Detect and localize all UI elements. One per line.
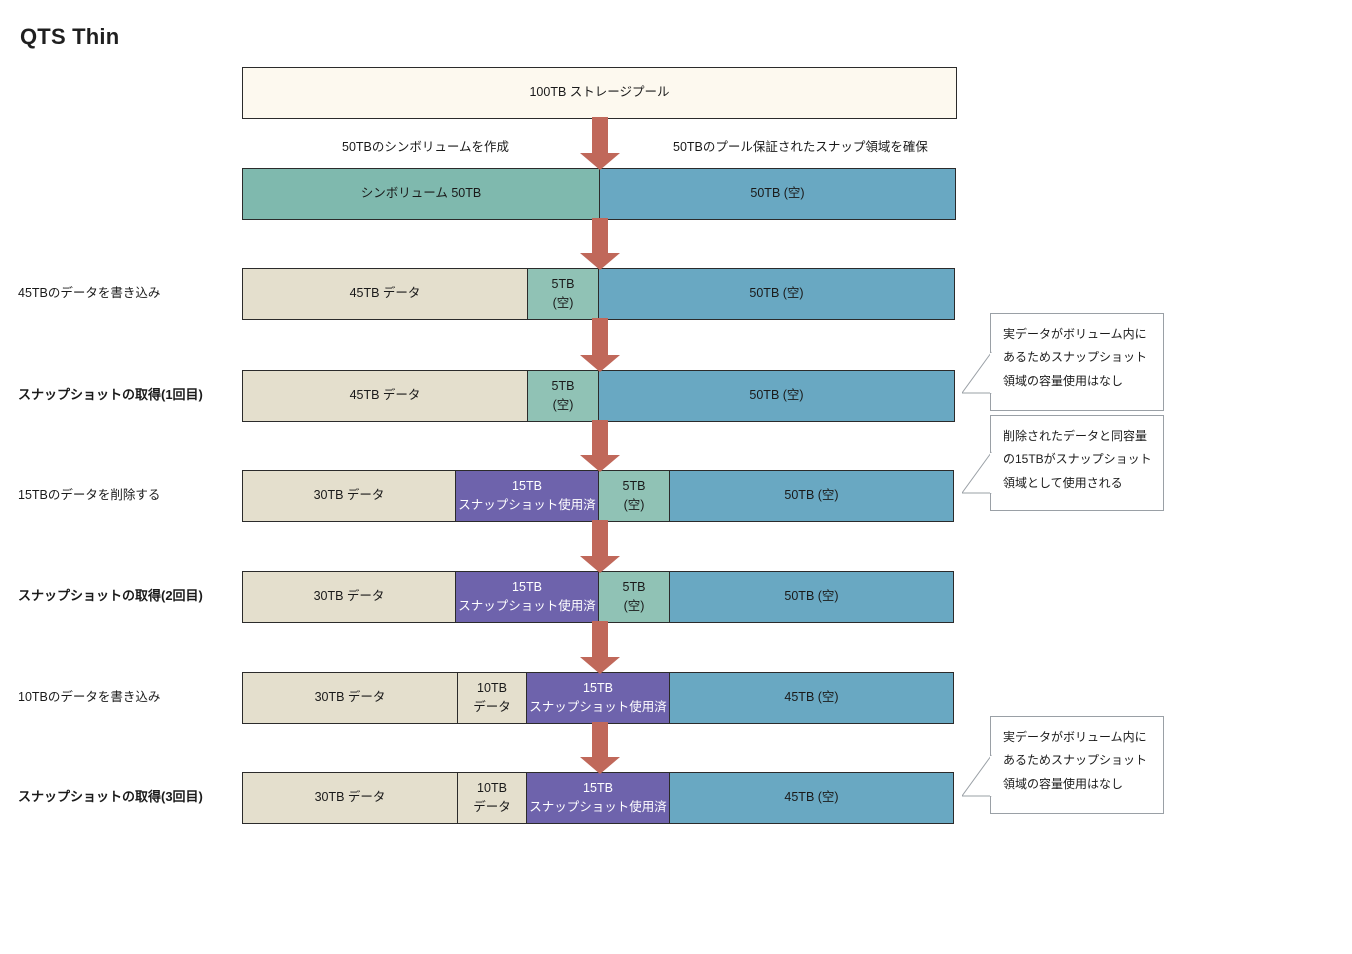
bar-segment: 15TB スナップショット使用済 xyxy=(455,571,599,623)
storage-bar-row-1: 100TB ストレージプール xyxy=(242,67,957,119)
callout-note-2: 削除されたデータと同容量の15TBがスナップショット領域として使用される xyxy=(990,415,1164,511)
segment-label-secondary: (空) xyxy=(552,296,574,310)
callout-line: 削除されたデータと同容量 xyxy=(1003,429,1148,443)
callout-line: 実データがボリューム内に xyxy=(1003,730,1147,744)
segment-label-primary: 50TB (空) xyxy=(784,589,839,604)
segment-label-primary: 45TB (空) xyxy=(784,790,839,805)
step-label-4: スナップショットの取得(1回目) xyxy=(18,387,203,402)
segment-label-primary: 30TB データ xyxy=(313,488,385,503)
bar-segment: 15TB スナップショット使用済 xyxy=(526,672,670,724)
segment-label-primary: 15TB xyxy=(512,579,542,594)
segment-label-primary: 15TB xyxy=(583,680,613,695)
callout-note-1: 実データがボリューム内にあるためスナップショット領域の容量使用はなし xyxy=(990,313,1164,411)
bar-segment: 10TB データ xyxy=(457,772,527,824)
bar-segment: 45TB データ xyxy=(242,370,528,422)
segment-label-primary: 30TB データ xyxy=(314,690,386,705)
step-label-5: 15TBのデータを削除する xyxy=(18,488,161,502)
annotation-reserve-snapshot-space: 50TBのプール保証されたスナップ領域を確保 xyxy=(673,140,928,154)
callout-line: の15TBがスナップショット xyxy=(1003,452,1152,467)
segment-label-secondary: データ xyxy=(473,700,511,714)
step-label-6: スナップショットの取得(2回目) xyxy=(18,588,203,603)
bar-segment: 15TB スナップショット使用済 xyxy=(526,772,670,824)
callout-tail-icon xyxy=(961,449,992,511)
callout-line: あるためスナップショット xyxy=(1003,753,1148,768)
down-arrow-icon xyxy=(579,420,621,472)
segment-label-primary: 5TB xyxy=(622,579,646,594)
storage-bar-row-6: 30TB データ 15TB スナップショット使用済 5TB (空) 50TB (空) xyxy=(242,571,957,623)
segment-label-primary: 15TB xyxy=(512,478,542,493)
bar-segment: シンボリューム 50TB xyxy=(242,168,600,220)
callout-line: 領域の容量使用はなし xyxy=(1003,776,1124,791)
callout-tail-icon xyxy=(961,349,992,411)
segment-label-primary: 45TB データ xyxy=(349,286,421,301)
bar-segment: 50TB (空) xyxy=(669,571,954,623)
segment-label-primary: 30TB データ xyxy=(313,589,385,604)
segment-label-primary: 100TB ストレージプール xyxy=(529,85,670,100)
bar-segment: 30TB データ xyxy=(242,672,458,724)
segment-label-secondary: データ xyxy=(473,800,511,814)
down-arrow-icon xyxy=(579,117,621,170)
segment-label-secondary: (空) xyxy=(623,498,645,512)
callout-line: 実データがボリューム内に xyxy=(1003,327,1147,341)
step-label-7: 10TBのデータを書き込み xyxy=(18,690,161,704)
bar-segment: 5TB (空) xyxy=(598,470,670,522)
bar-segment: 5TB (空) xyxy=(527,370,599,422)
segment-label-primary: 50TB (空) xyxy=(749,286,804,301)
storage-bar-row-5: 30TB データ 15TB スナップショット使用済 5TB (空) 50TB (空) xyxy=(242,470,957,522)
bar-segment: 15TB スナップショット使用済 xyxy=(455,470,599,522)
bar-segment: 50TB (空) xyxy=(599,168,956,220)
segment-label-secondary: スナップショット使用済 xyxy=(529,800,667,814)
bar-segment: 5TB (空) xyxy=(527,268,599,320)
segment-label-secondary: スナップショット使用済 xyxy=(529,700,667,714)
callout-tail-icon xyxy=(961,752,992,814)
step-label-8: スナップショットの取得(3回目) xyxy=(18,789,203,804)
storage-bar-row-7: 30TB データ 10TB データ 15TB スナップショット使用済 45TB (空) xyxy=(242,672,957,724)
bar-segment: 45TB (空) xyxy=(669,672,954,724)
bar-segment: 45TB (空) xyxy=(669,772,954,824)
down-arrow-icon xyxy=(579,520,621,573)
down-arrow-icon xyxy=(579,218,621,270)
bar-segment: 100TB ストレージプール xyxy=(242,67,957,119)
segment-label-primary: 45TB データ xyxy=(349,388,421,403)
callout-line: 領域として使用される xyxy=(1003,475,1123,490)
bar-segment: 50TB (空) xyxy=(598,370,955,422)
segment-label-primary: 10TB xyxy=(477,680,507,695)
step-label-3: 45TBのデータを書き込み xyxy=(18,286,161,300)
bar-segment: 50TB (空) xyxy=(598,268,955,320)
callout-line: 領域の容量使用はなし xyxy=(1003,373,1124,388)
segment-label-primary: 10TB xyxy=(477,780,507,795)
segment-label-primary: 45TB (空) xyxy=(784,690,839,705)
bar-segment: 45TB データ xyxy=(242,268,528,320)
down-arrow-icon xyxy=(579,722,621,774)
segment-label-primary: 5TB xyxy=(551,276,575,291)
storage-bar-row-8: 30TB データ 10TB データ 15TB スナップショット使用済 45TB (空) xyxy=(242,772,957,824)
bar-segment: 50TB (空) xyxy=(669,470,954,522)
bar-segment: 10TB データ xyxy=(457,672,527,724)
segment-label-secondary: (空) xyxy=(552,398,574,412)
segment-label-primary: 15TB xyxy=(583,780,613,795)
down-arrow-icon xyxy=(579,318,621,372)
storage-bar-row-3: 45TB データ 5TB (空) 50TB (空) xyxy=(242,268,957,320)
down-arrow-icon xyxy=(579,621,621,674)
callout-line: あるためスナップショット xyxy=(1003,350,1148,365)
segment-label-primary: シンボリューム 50TB xyxy=(360,186,482,201)
segment-label-secondary: スナップショット使用済 xyxy=(458,498,596,512)
segment-label-primary: 30TB データ xyxy=(314,790,386,805)
storage-bar-row-2: シンボリューム 50TB 50TB (空) xyxy=(242,168,957,220)
storage-bar-row-4: 45TB データ 5TB (空) 50TB (空) xyxy=(242,370,957,422)
bar-segment: 30TB データ xyxy=(242,772,458,824)
bar-segment: 30TB データ xyxy=(242,470,456,522)
segment-label-primary: 5TB xyxy=(551,378,575,393)
segment-label-primary: 50TB (空) xyxy=(750,186,805,201)
segment-label-primary: 5TB xyxy=(622,478,646,493)
bar-segment: 30TB データ xyxy=(242,571,456,623)
page-title: QTS Thin xyxy=(20,24,120,49)
segment-label-secondary: (空) xyxy=(623,599,645,613)
bar-segment: 5TB (空) xyxy=(598,571,670,623)
annotation-create-thin-volume: 50TBのシンボリュームを作成 xyxy=(342,140,510,154)
segment-label-secondary: スナップショット使用済 xyxy=(458,599,596,613)
segment-label-primary: 50TB (空) xyxy=(784,488,839,503)
callout-note-3: 実データがボリューム内にあるためスナップショット領域の容量使用はなし xyxy=(990,716,1164,814)
segment-label-primary: 50TB (空) xyxy=(749,388,804,403)
